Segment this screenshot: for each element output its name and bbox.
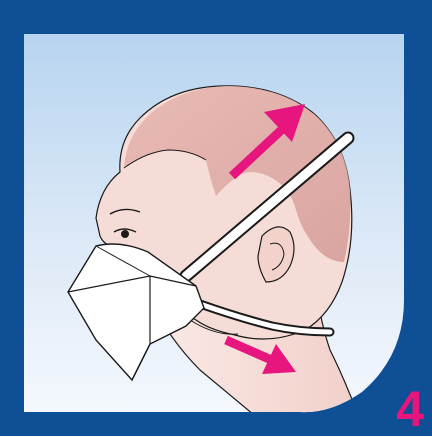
step-number: 4: [390, 384, 430, 434]
